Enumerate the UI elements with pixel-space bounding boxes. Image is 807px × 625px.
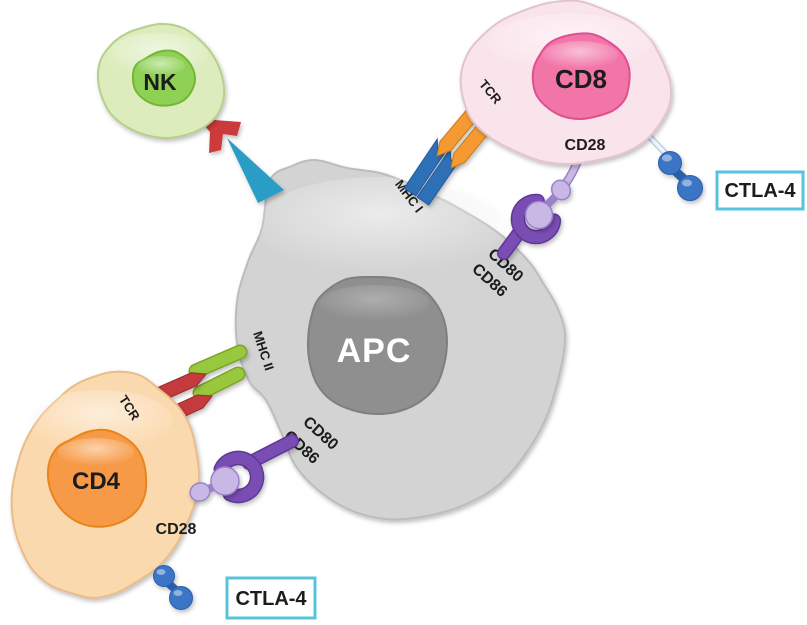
- cd4-cell: [10, 370, 201, 600]
- mhc-ii-molecule: [188, 344, 248, 401]
- cd80-receptor-crescent-bottom: [215, 452, 263, 502]
- ctla4-bead1-right: [658, 151, 682, 175]
- apc-body-highlight: [255, 177, 505, 273]
- cd28-ball-cd4: [210, 466, 240, 496]
- mhc-ii-bar1: [190, 346, 246, 377]
- cd28-label-cd8: CD28: [565, 137, 606, 154]
- cd28-molecule-cd8: [524, 179, 572, 230]
- cd28-bead-cd4: [189, 482, 211, 502]
- cd28-molecule-cd4: [189, 466, 240, 502]
- nk-cell: [96, 22, 226, 140]
- cd4-body-highlight: [28, 390, 172, 450]
- ctla4-box-bottom: [225, 576, 317, 620]
- ctla4-molecule-right: [658, 151, 703, 201]
- mhc-ii-bar2: [194, 368, 244, 399]
- ctla4-label-bottom: CTLA-4: [235, 588, 307, 610]
- ctla4-label-box-right: CTLA-4: [715, 170, 805, 211]
- cd28-ball-cd8: [524, 200, 554, 230]
- ctla4-box-right: [715, 170, 805, 211]
- nk-nucleus-highlight: [137, 56, 185, 76]
- cd8-nucleus-highlight: [542, 41, 618, 69]
- apc-cell: [234, 158, 567, 521]
- ctla4-bead2-right: [677, 175, 703, 201]
- apc-label: APC: [337, 332, 412, 370]
- cd8-cell: [459, 0, 673, 166]
- ctla4-molecule-bottom: [153, 565, 193, 610]
- ctla4-bead2-right-highlight: [682, 179, 692, 187]
- ctla4-bead1-right-highlight: [662, 154, 672, 162]
- apc-nucleus-highlight: [320, 285, 430, 321]
- cd80-cd86-receptor-bottom: [213, 434, 299, 504]
- ctla4-label-box-bottom: CTLA-4: [225, 576, 317, 620]
- ctla4-bead1-bottom-highlight: [156, 569, 166, 575]
- nk-label: NK: [143, 69, 177, 95]
- ctla4-bead1-bottom: [153, 565, 175, 587]
- cd28-bead-cd8: [550, 179, 572, 201]
- cd80-cd86-receptor-top: [497, 193, 562, 260]
- cd8-label: CD8: [555, 64, 607, 94]
- ctla4-label-right: CTLA-4: [724, 180, 796, 202]
- cd4-label: CD4: [72, 468, 121, 495]
- apc-nk-ligand-spike-icon: [227, 138, 284, 203]
- cd80-receptor-crescent-top: [512, 195, 560, 243]
- ctla4-bead2-bottom-highlight: [173, 590, 183, 596]
- cd4-nucleus-highlight: [58, 438, 134, 466]
- ctla4-bead2-bottom: [169, 586, 193, 610]
- cd28-label-cd4: CD28: [156, 521, 197, 538]
